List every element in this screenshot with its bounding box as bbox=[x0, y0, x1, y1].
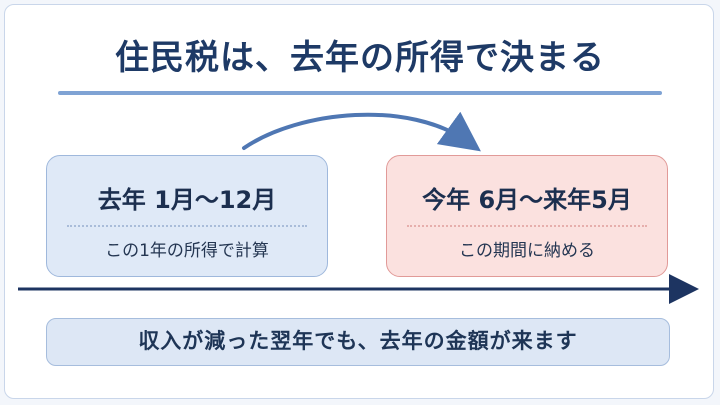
payment-period-card: 今年 6月～来年5月 この期間に納める bbox=[386, 155, 668, 277]
past-card-divider bbox=[67, 225, 307, 227]
title-underline bbox=[58, 91, 662, 95]
payment-card-divider bbox=[407, 225, 647, 227]
summary-banner: 収入が減った翌年でも、去年の金額が来ます bbox=[46, 318, 670, 366]
payment-period-heading: 今年 6月～来年5月 bbox=[422, 186, 632, 214]
curved-arrow bbox=[242, 111, 481, 152]
past-period-heading: 去年 1月～12月 bbox=[97, 186, 277, 214]
past-income-card: 去年 1月～12月 この1年の所得で計算 bbox=[46, 155, 328, 277]
page-title: 住民税は、去年の所得で決まる bbox=[115, 38, 605, 78]
payment-period-caption: この期間に納める bbox=[459, 241, 595, 261]
past-period-caption: この1年の所得で計算 bbox=[105, 241, 269, 261]
